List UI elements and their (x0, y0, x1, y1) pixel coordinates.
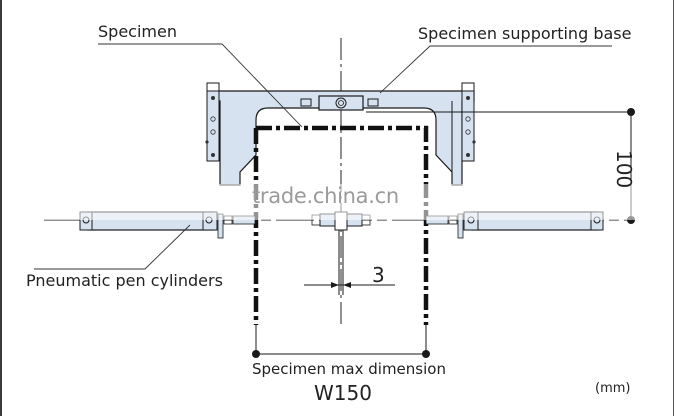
leader-specimen (98, 43, 303, 128)
leader-supporting-base (379, 45, 612, 94)
pen-gap-dimension (304, 282, 395, 288)
width-dimension (252, 325, 430, 358)
specimen-outline (253, 125, 429, 325)
label-specimen-max-dimension: Specimen max dimension (252, 360, 446, 378)
leader-pen-cylinders (34, 224, 191, 270)
label-height-value: 100 (612, 150, 636, 189)
label-units: (mm) (595, 381, 631, 396)
label-width-value: W150 (314, 381, 372, 405)
watermark-text: trade.china.cn (252, 184, 399, 208)
watermark-band (0, 184, 677, 220)
label-pneumatic-pen-cylinders: Pneumatic pen cylinders (26, 271, 223, 290)
left-border (0, 0, 2, 416)
label-specimen-supporting-base: Specimen supporting base (418, 24, 632, 43)
specimen-supporting-base (205, 82, 476, 186)
right-border (673, 0, 674, 416)
label-pen-gap: 3 (372, 263, 385, 287)
label-specimen: Specimen (98, 22, 177, 41)
